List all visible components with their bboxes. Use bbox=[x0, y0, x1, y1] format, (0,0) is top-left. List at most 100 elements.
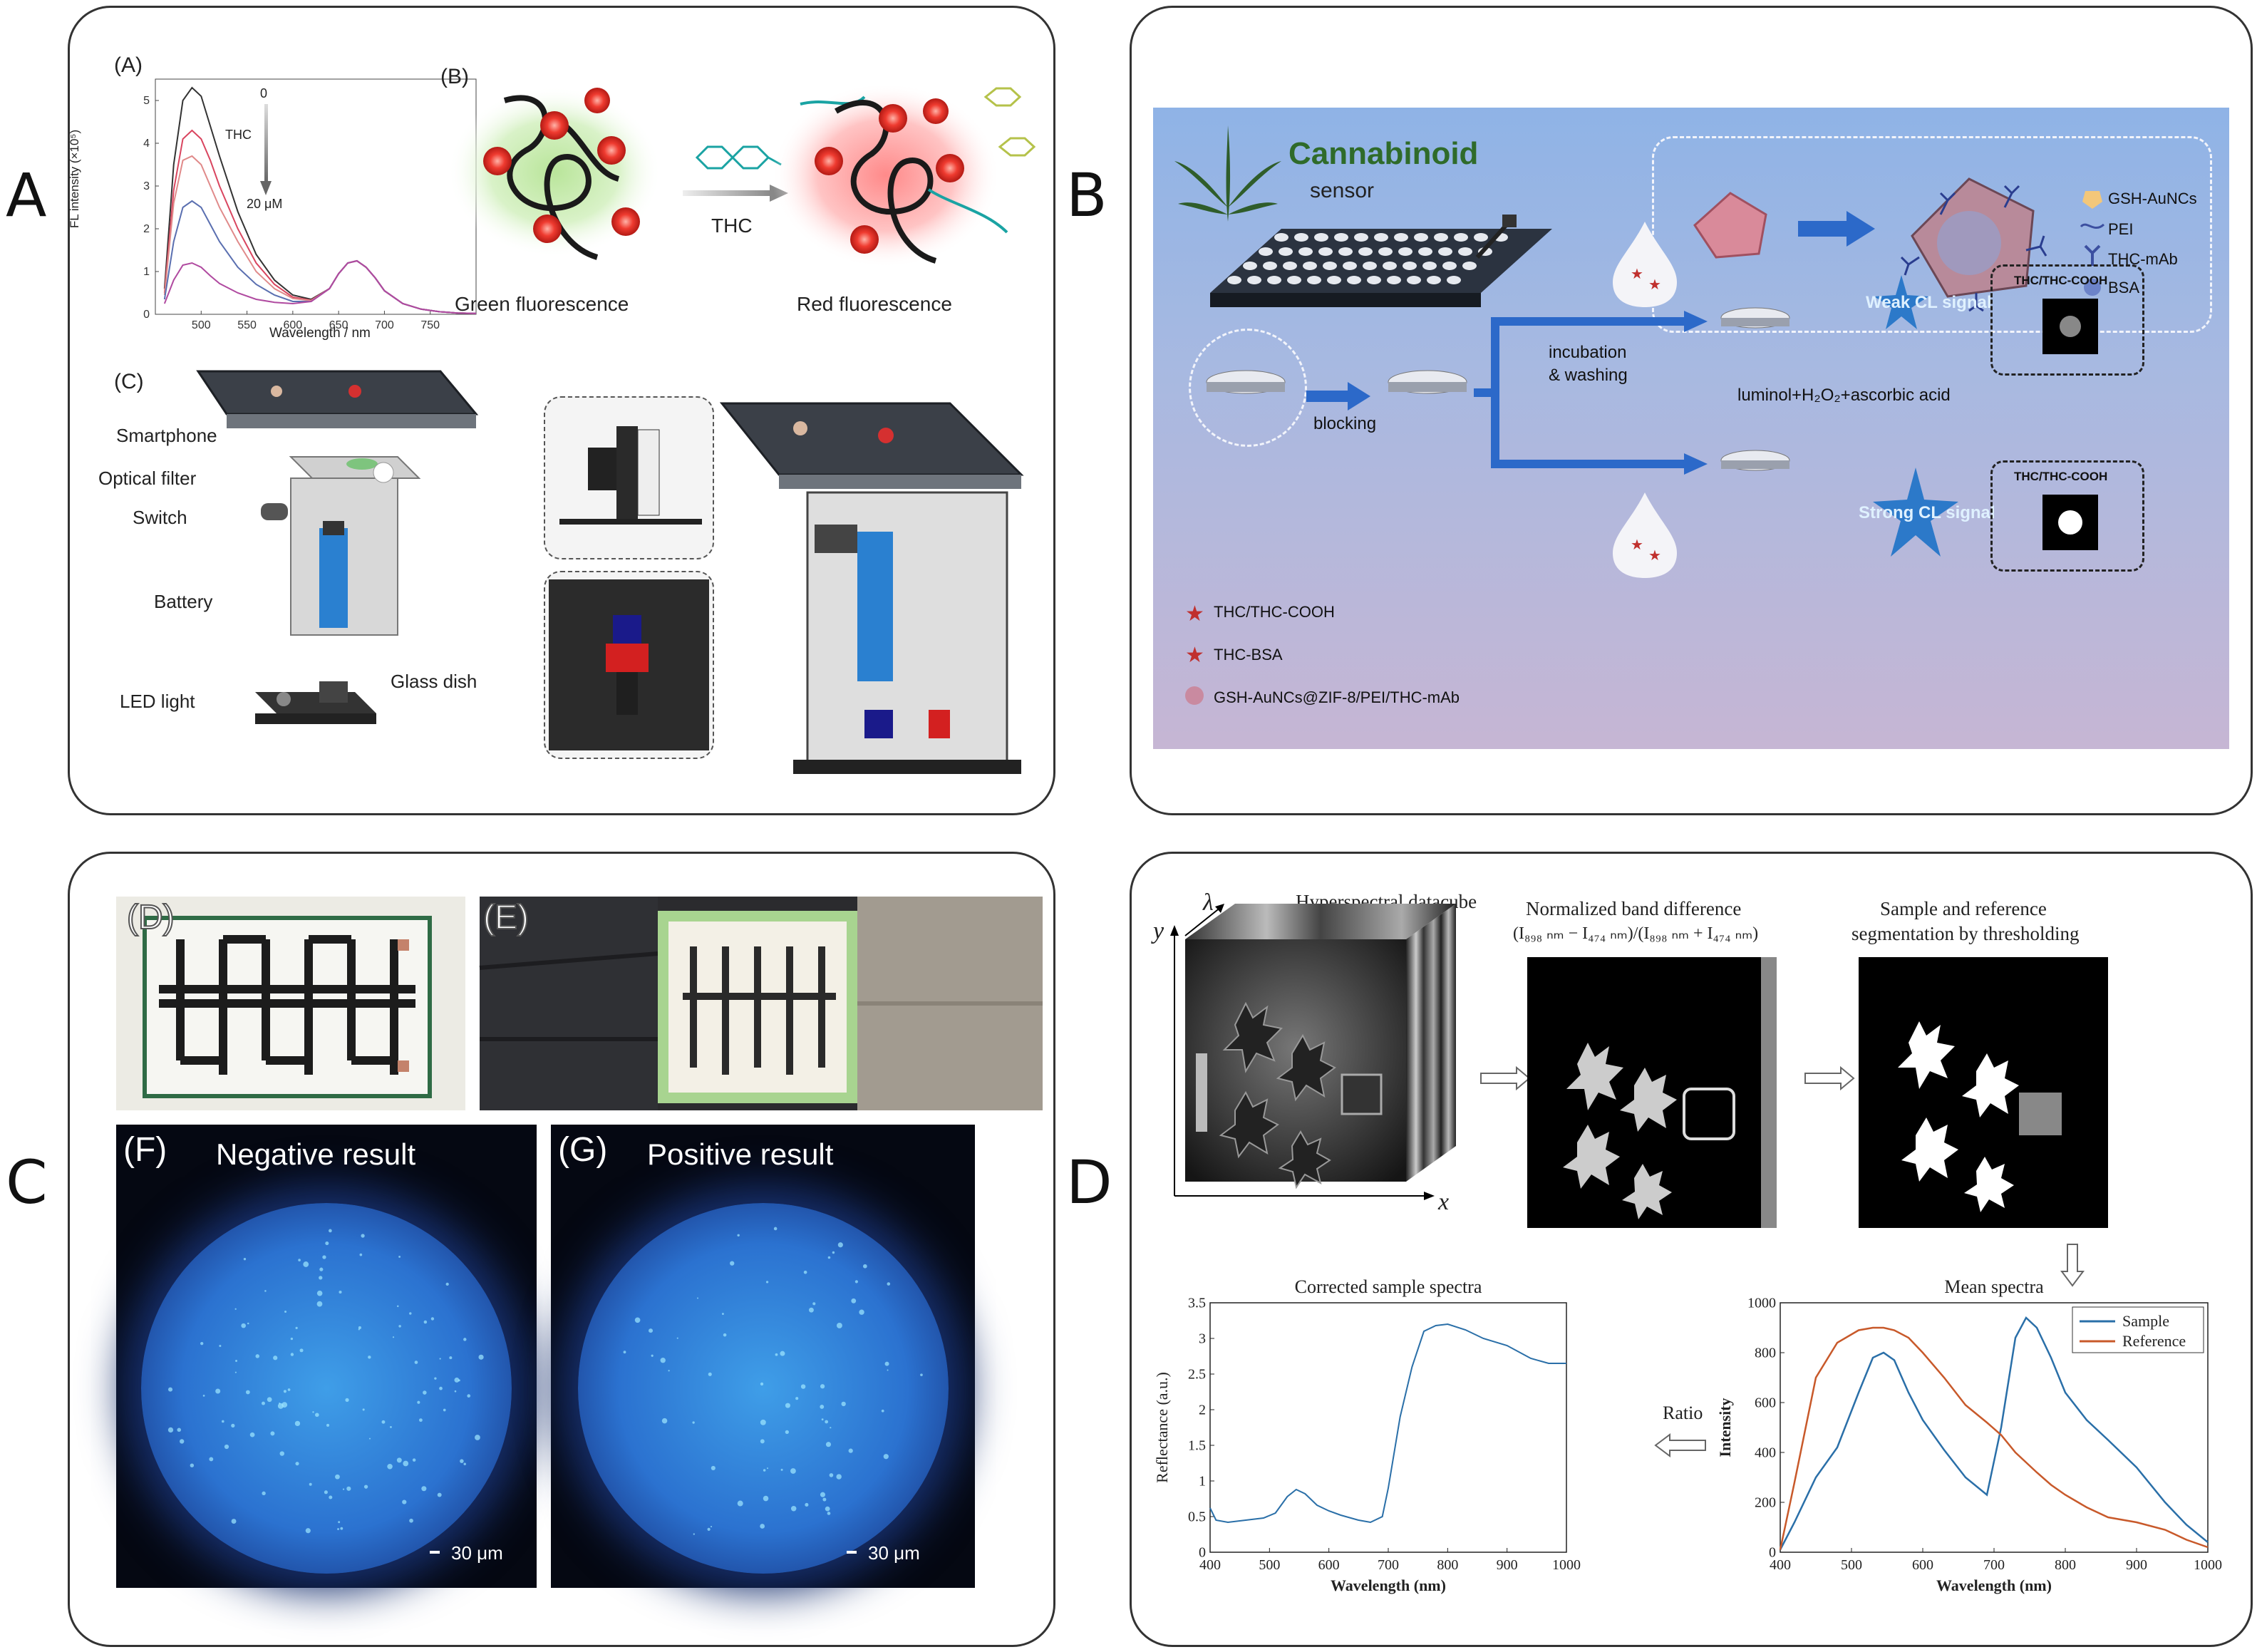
fluorescent-speck bbox=[660, 1358, 666, 1363]
fluorescent-speck bbox=[235, 1360, 237, 1362]
y-tick-label: 3 bbox=[143, 180, 150, 192]
well-hole bbox=[1259, 247, 1273, 256]
svg-text:★: ★ bbox=[1648, 548, 1661, 564]
fluorescent-speck bbox=[423, 1320, 428, 1324]
legend-bsa: BSA bbox=[2108, 279, 2140, 296]
fluorescent-speck bbox=[765, 1281, 769, 1284]
fluorescent-speck bbox=[458, 1379, 460, 1382]
scale-label-f: 30 μm bbox=[451, 1542, 503, 1564]
fluorescent-speck bbox=[339, 1290, 342, 1294]
fluorescent-speck bbox=[836, 1474, 842, 1480]
fluorescent-speck bbox=[795, 1397, 799, 1400]
fl-curve-0 bbox=[163, 86, 477, 314]
fluorescent-speck bbox=[883, 1454, 889, 1460]
well-hole bbox=[1354, 233, 1368, 242]
fluorescent-speck bbox=[340, 1527, 344, 1530]
fluorescent-speck bbox=[295, 1326, 298, 1329]
well-hole bbox=[1438, 247, 1452, 256]
label-led-light: LED light bbox=[120, 691, 195, 712]
fluorescent-speck bbox=[358, 1326, 361, 1329]
fluorescent-speck bbox=[887, 1369, 889, 1371]
scale-bar-g bbox=[847, 1551, 857, 1554]
fluorescent-speck bbox=[763, 1495, 769, 1502]
fluorescent-speck bbox=[790, 1505, 797, 1512]
green-fluorescence-scheme bbox=[448, 86, 661, 260]
chart-a-xlabel: Wavelength / nm bbox=[269, 326, 371, 341]
fluorescent-speck bbox=[760, 1524, 765, 1529]
fluorescent-speck bbox=[303, 1261, 309, 1267]
well-hole bbox=[1298, 247, 1313, 256]
weak-signal-label: Weak CL signal bbox=[1866, 293, 1992, 312]
y-tick-label: 1 bbox=[1199, 1474, 1206, 1490]
fluorescent-speck bbox=[454, 1390, 457, 1393]
well-hole bbox=[1343, 262, 1357, 270]
fluorescent-speck bbox=[460, 1459, 464, 1463]
y-axis-label: Intensity bbox=[1716, 1398, 1734, 1457]
fluorescent-speck bbox=[324, 1490, 328, 1494]
y-axis-label: Reflectance (a.u.) bbox=[1153, 1372, 1171, 1483]
sample-drop-bottom: ★★ bbox=[1613, 492, 1677, 578]
step-washing: & washing bbox=[1549, 366, 1628, 385]
fluorescent-speck bbox=[803, 1270, 807, 1274]
fluorescent-speck bbox=[273, 1356, 278, 1361]
fluorescent-speck bbox=[224, 1444, 229, 1450]
fluorescent-speck bbox=[841, 1401, 846, 1407]
tag-g: (G) bbox=[558, 1131, 608, 1169]
synthesis-arrow-icon bbox=[1798, 211, 1875, 247]
segmentation-image bbox=[1859, 957, 2108, 1228]
fluorescent-speck bbox=[337, 1528, 339, 1530]
well-hole bbox=[1267, 276, 1281, 284]
fluorescent-speck bbox=[780, 1468, 783, 1471]
fluorescent-speck bbox=[245, 1390, 250, 1395]
well-hole bbox=[1383, 262, 1397, 270]
fluorescent-speck bbox=[398, 1325, 401, 1328]
thc-molecule-icon bbox=[695, 145, 782, 170]
legend-entry: Reference bbox=[2122, 1332, 2186, 1350]
well-hole bbox=[1434, 233, 1448, 242]
x-tick-label: 400 bbox=[1770, 1557, 1791, 1573]
legend-probe: GSH-AuNCs@ZIF-8/PEI/THC-mAb bbox=[1214, 688, 1460, 706]
fluorescent-speck bbox=[854, 1280, 858, 1284]
fluorescent-speck bbox=[222, 1420, 224, 1423]
fluorescent-speck bbox=[282, 1402, 288, 1408]
fluorescent-speck bbox=[862, 1264, 867, 1269]
fluorescent-speck bbox=[661, 1418, 668, 1424]
fluorescent-speck bbox=[693, 1533, 695, 1535]
x-tick-label: 750 bbox=[420, 319, 440, 331]
fluorescent-speck bbox=[231, 1519, 237, 1524]
strong-result-box: THC/THC-COOH bbox=[1990, 460, 2144, 572]
fluorescent-speck bbox=[439, 1386, 443, 1390]
y-tick-label: 1000 bbox=[1747, 1296, 1776, 1311]
well-hole bbox=[1403, 262, 1417, 270]
well-hole bbox=[1314, 233, 1328, 242]
x-tick-label: 800 bbox=[1437, 1557, 1458, 1573]
well-hole bbox=[1283, 262, 1297, 270]
fluorescent-speck bbox=[361, 1234, 365, 1238]
red-fluorescence-caption: Red fluorescence bbox=[797, 293, 952, 315]
fluorescent-speck bbox=[737, 1234, 740, 1237]
y-tick-label: 600 bbox=[1755, 1395, 1776, 1411]
thc-bsa-icon: ★ bbox=[1185, 644, 1204, 667]
plot-frame bbox=[1209, 1302, 1567, 1553]
well-hole bbox=[1462, 262, 1477, 270]
fluorescent-speck bbox=[634, 1317, 641, 1323]
label-optical-filter: Optical filter bbox=[98, 468, 197, 489]
fluorescent-speck bbox=[247, 1322, 249, 1325]
well-hole bbox=[1303, 262, 1317, 270]
y-tick-label: 3 bbox=[1199, 1331, 1206, 1347]
title-band-formula: (I₈₉₈ ₙₘ − I₄₇₄ ₙₘ)/(I₈₉₈ ₙₘ + I₄₇₄ ₙₘ) bbox=[1513, 924, 1759, 943]
x-axis-label: Wavelength (nm) bbox=[1331, 1576, 1446, 1594]
fluorescent-speck bbox=[270, 1431, 275, 1436]
fluorescent-speck bbox=[342, 1488, 345, 1490]
thc-mab-icon bbox=[2084, 244, 2101, 266]
fluorescent-speck bbox=[887, 1282, 891, 1286]
fluorescent-speck bbox=[812, 1302, 816, 1306]
panel-letter-d: D bbox=[1066, 1147, 1112, 1217]
svg-text:★: ★ bbox=[1648, 277, 1661, 293]
title-segmentation-2: segmentation by thresholding bbox=[1851, 923, 2080, 944]
nanoprobe-synthesis-box bbox=[1652, 136, 2212, 333]
fluorescent-speck bbox=[623, 1351, 626, 1354]
panel-letter-c: C bbox=[6, 1147, 48, 1217]
well-hole bbox=[1347, 276, 1361, 284]
